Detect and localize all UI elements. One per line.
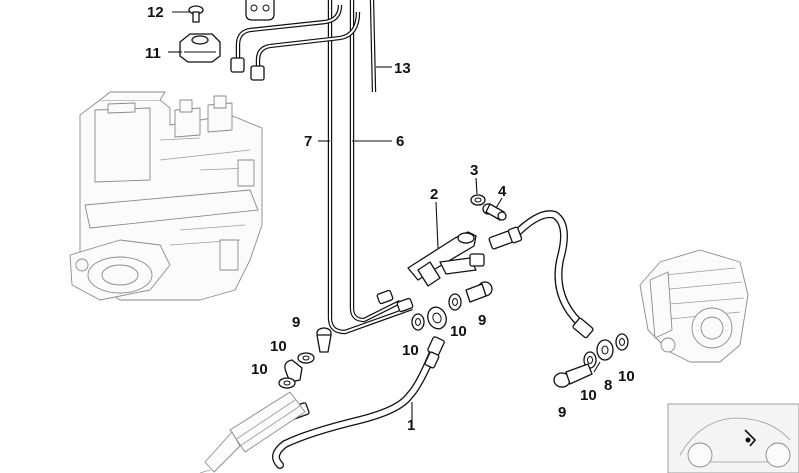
callout-9-center: 9 <box>478 312 486 329</box>
washer-10-c <box>297 352 315 364</box>
hose-to-caliper <box>488 210 594 339</box>
brake-line-13 <box>369 0 377 93</box>
banjo-bolt-9-b <box>465 281 493 303</box>
upper-pipe-pair <box>230 4 361 81</box>
line-6-7-fittings <box>376 289 414 313</box>
callout-10-left-lower: 10 <box>251 361 268 378</box>
banjo-fitting-center <box>427 306 447 330</box>
banjo-bolt-9-c <box>553 363 593 388</box>
callout-10-right-a: 10 <box>580 387 597 404</box>
screw-12 <box>188 5 204 23</box>
brake-line-7 <box>327 0 413 335</box>
callout-9-right: 9 <box>558 404 566 421</box>
callout-11: 11 <box>145 45 161 62</box>
bolt-4 <box>482 203 507 221</box>
callout-7: 7 <box>304 133 312 150</box>
callout-13: 13 <box>394 60 411 77</box>
callout-10-center-right: 10 <box>450 323 467 340</box>
callout-10-right-b: 10 <box>618 368 635 385</box>
callout-9-left: 9 <box>292 314 300 331</box>
brake-hose-1 <box>272 336 445 469</box>
callout-10-left-upper: 10 <box>270 338 287 355</box>
callout-1: 1 <box>407 417 415 434</box>
callout-6: 6 <box>396 133 404 150</box>
callout-4: 4 <box>498 183 507 200</box>
rubber-mount-11 <box>179 33 221 63</box>
banjo-fitting-left <box>284 359 303 383</box>
banjo-bolt-9-a <box>316 327 332 353</box>
callout-3: 3 <box>470 162 478 179</box>
vehicle-thumbnail <box>667 403 799 473</box>
washer-10-d <box>278 377 296 389</box>
leader-lines <box>168 11 601 422</box>
abs-modulator-ghost <box>69 91 263 301</box>
distributor-2 <box>407 231 485 287</box>
master-cylinder-ghost <box>199 391 306 473</box>
callout-2: 2 <box>430 186 438 203</box>
callout-12: 12 <box>147 4 164 21</box>
washer-10-b <box>448 293 462 311</box>
brake-caliper-ghost <box>639 249 749 363</box>
washer-10-a <box>411 313 425 331</box>
washer-10-f <box>615 333 629 351</box>
brake-line-6 <box>349 0 401 323</box>
callout-10-center-left: 10 <box>402 342 419 359</box>
banjo-8 <box>596 339 614 361</box>
washer-3 <box>470 194 486 206</box>
pipe-clip <box>245 0 275 21</box>
callout-8: 8 <box>604 377 612 394</box>
